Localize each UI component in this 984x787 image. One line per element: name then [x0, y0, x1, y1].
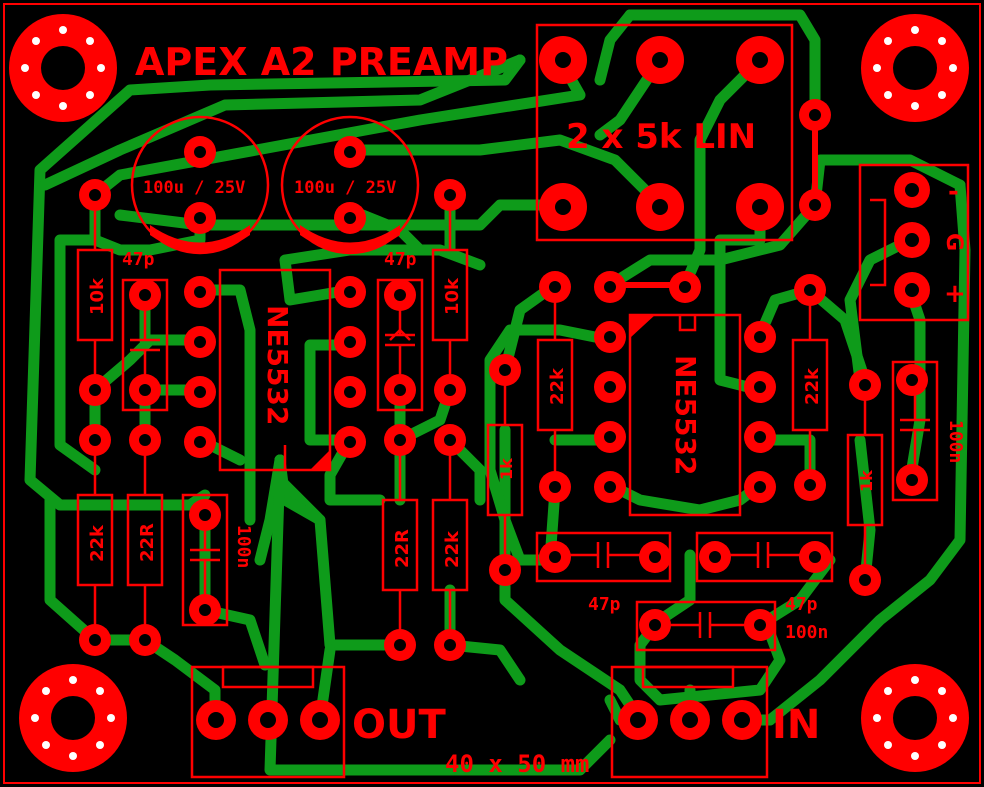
in-label: IN [772, 702, 820, 748]
elec-cap-right-label: 100u / 25V [294, 178, 396, 198]
resistor-1k-right-a: 1k [486, 370, 524, 570]
ic-right-label: NE5532 [669, 355, 702, 476]
mount-hole-top-right [861, 14, 969, 122]
cap-47p-bottom-a-label: 47p [588, 594, 621, 615]
cap-100n-right-label: 100n [945, 420, 966, 463]
resistor-22k-left-label: 22k [87, 524, 108, 562]
power-minus-label: - [948, 177, 959, 207]
resistor-1k-right-a-label: 1k [497, 458, 516, 480]
board-size-label: 40 x 50 mm [445, 750, 590, 778]
in-connector: IN [610, 665, 820, 779]
out-label: OUT [352, 702, 446, 748]
resistor-1k-right-b-label: 1k [857, 470, 876, 492]
resistor-10k-left-label: 10k [87, 277, 108, 315]
cap-100n-left-label: 100n [233, 525, 254, 568]
pot-label: 2 x 5k LIN [566, 117, 756, 157]
board-outline [3, 3, 981, 784]
ic-left: NE5532 [218, 268, 332, 472]
cap-47p-left-label: 47p [122, 249, 155, 270]
cap-100n-bottom-label: 100n [785, 622, 828, 643]
mounting-holes [9, 14, 969, 772]
resistor-22k-right-b-label: 22k [802, 367, 823, 405]
cap-100n-left: 100n [181, 493, 254, 627]
out-connector: OUT [190, 665, 446, 779]
board-title: APEX A2 PREAMP [135, 40, 508, 84]
mount-hole-top-left [9, 14, 117, 122]
pads [79, 36, 930, 740]
elec-cap-right: 100u / 25V [280, 115, 420, 255]
cap-47p-bottom-a: 47p [535, 531, 672, 615]
cap-47p-left: 47p [121, 249, 169, 412]
power-header: - G + [858, 163, 970, 322]
resistor-22R-mid-label: 22R [392, 529, 413, 568]
resistor-10k-right-label: 10k [442, 277, 463, 315]
cap-47p-bottom-b: 47p [695, 531, 834, 615]
ic-left-label: NE5532 [261, 305, 294, 426]
resistor-22R-left: 22R [126, 440, 164, 640]
power-plus-label: + [944, 279, 966, 309]
cap-100n-right: 100n [891, 360, 966, 502]
resistor-22R-left-label: 22R [137, 523, 158, 562]
elec-cap-left-label: 100u / 25V [143, 178, 245, 198]
elec-cap-left: 100u / 25V [130, 115, 270, 255]
mount-hole-bottom-right [861, 664, 969, 772]
mount-hole-bottom-left [19, 664, 127, 772]
resistor-22k-right-a-label: 22k [547, 367, 568, 405]
cap-47p-bottom-b-label: 47p [785, 594, 818, 615]
resistor-22k-mid-label: 22k [442, 530, 463, 568]
resistor-22k-mid: 22k [431, 440, 469, 645]
ic-right: NE5532 [628, 313, 742, 517]
cap-47p-mid-label: 47p [384, 249, 417, 270]
dual-potentiometer: 2 x 5k LIN [535, 23, 794, 242]
power-ground-label: G [941, 233, 966, 251]
